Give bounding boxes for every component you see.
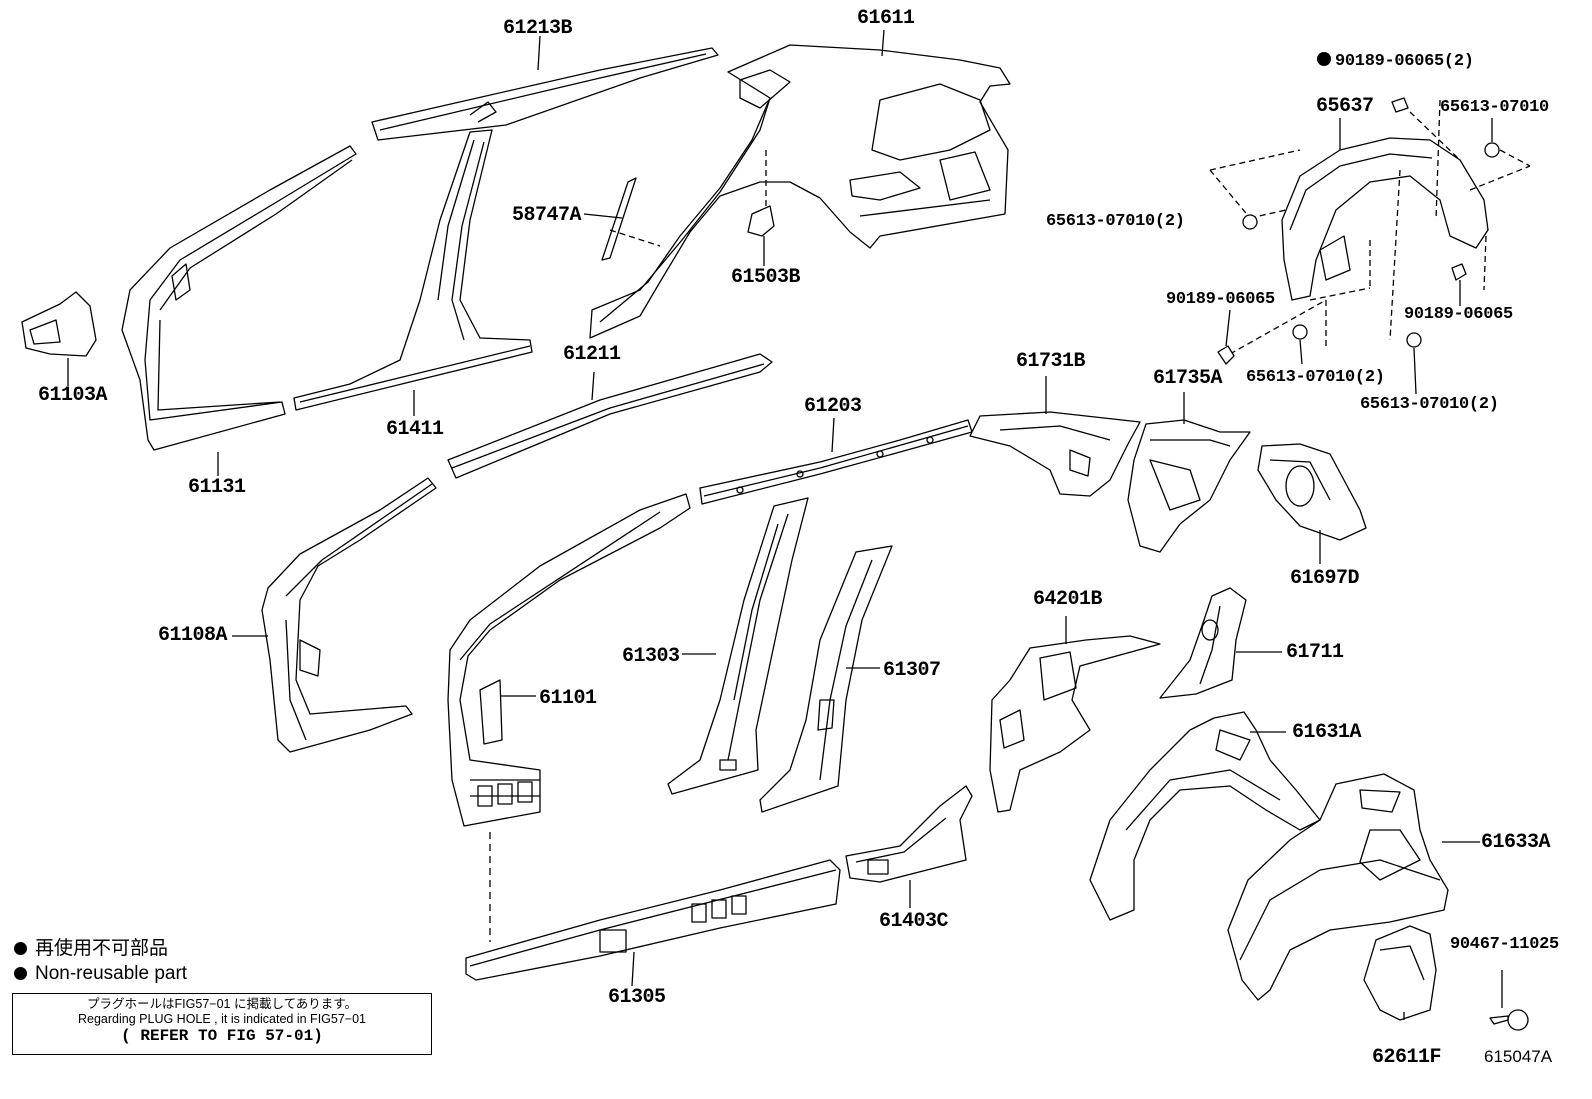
part-61307-shape	[759, 545, 893, 813]
part-61735A-shape	[1127, 392, 1251, 553]
label-61711: 61711	[1286, 641, 1344, 664]
label-61108A: 61108A	[158, 624, 228, 647]
part-61697D-shape	[1257, 443, 1367, 564]
label-90189-06065-right: 90189-06065	[1404, 305, 1513, 324]
part-61611-shape	[589, 29, 1011, 339]
label-90189-06065-2: 90189-06065(2)	[1317, 52, 1474, 72]
part-61103A-shape	[21, 291, 97, 386]
label-61203: 61203	[804, 395, 862, 418]
part-58747A-shape	[583, 177, 661, 261]
label-65613-07010-top: 65613-07010	[1440, 98, 1549, 117]
legend-japanese: 再使用不可部品	[14, 938, 168, 960]
legend-english: Non-reusable part	[14, 963, 187, 985]
label-61131: 61131	[188, 476, 246, 499]
label-90467-11025: 90467-11025	[1450, 935, 1559, 954]
part-61303-shape	[667, 497, 809, 795]
label-58747A: 58747A	[512, 204, 582, 227]
part-64201B-shape	[989, 616, 1161, 813]
part-61503B-shape	[747, 150, 775, 266]
label-61403C: 61403C	[879, 910, 949, 933]
non-reusable-dot-icon	[1317, 52, 1331, 66]
label-61211: 61211	[563, 343, 621, 366]
part-61633A-shape	[1227, 773, 1480, 1001]
label-61307: 61307	[883, 659, 941, 682]
label-65613-07010-2-mid: 65613-07010(2)	[1246, 368, 1385, 387]
part-65637-shape	[1209, 97, 1531, 395]
part-61108A-shape	[232, 477, 437, 753]
label-61631A: 61631A	[1292, 721, 1362, 744]
label-61103A: 61103A	[38, 384, 108, 407]
label-65613-07010-2-right: 65613-07010(2)	[1360, 395, 1499, 414]
part-61411-shape	[293, 129, 533, 416]
label-61697D: 61697D	[1290, 567, 1360, 590]
part-61213B-shape	[371, 35, 719, 141]
note-english: Regarding PLUG HOLE , it is indicated in…	[78, 1012, 366, 1026]
part-61211-shape	[447, 353, 773, 479]
label-61611: 61611	[857, 7, 915, 30]
label-61303: 61303	[622, 645, 680, 668]
part-61305-shape	[465, 832, 841, 987]
part-61131-shape	[121, 145, 357, 476]
label-61213B: 61213B	[503, 17, 573, 40]
label-61735A: 61735A	[1153, 367, 1223, 390]
plug-hole-note: プラグホールはFIG57−01 に掲載してあります。 Regarding PLU…	[12, 993, 432, 1055]
bullet-dot-icon	[14, 967, 27, 980]
part-62611F-shape	[1363, 925, 1437, 1021]
part-90467-11025-shape	[1489, 970, 1529, 1031]
note-reference: ( REFER TO FIG 57-01)	[121, 1027, 323, 1045]
label-61411: 61411	[386, 418, 444, 441]
bullet-dot-icon	[14, 942, 27, 955]
label-90189-06065-left: 90189-06065	[1166, 290, 1275, 309]
label-65613-07010-2-left: 65613-07010(2)	[1046, 212, 1185, 231]
label-64201B: 64201B	[1033, 588, 1103, 611]
part-61403C-shape	[845, 785, 973, 908]
label-61503B: 61503B	[731, 266, 801, 289]
label-61305: 61305	[608, 986, 666, 1009]
label-62611F: 62611F	[1372, 1046, 1442, 1069]
label-61101: 61101	[539, 687, 597, 710]
note-japanese: プラグホールはFIG57−01 に掲載してあります。	[87, 997, 357, 1011]
part-61101-shape	[447, 493, 691, 827]
part-61631A-shape	[1089, 711, 1321, 921]
figure-id: 615047A	[1484, 1047, 1553, 1066]
part-61731B-shape	[969, 376, 1141, 497]
label-61633A: 61633A	[1481, 831, 1551, 854]
label-65637: 65637	[1316, 95, 1374, 118]
part-61203-shape	[699, 417, 973, 505]
label-61731B: 61731B	[1016, 350, 1086, 373]
part-61711-shape	[1159, 587, 1282, 699]
